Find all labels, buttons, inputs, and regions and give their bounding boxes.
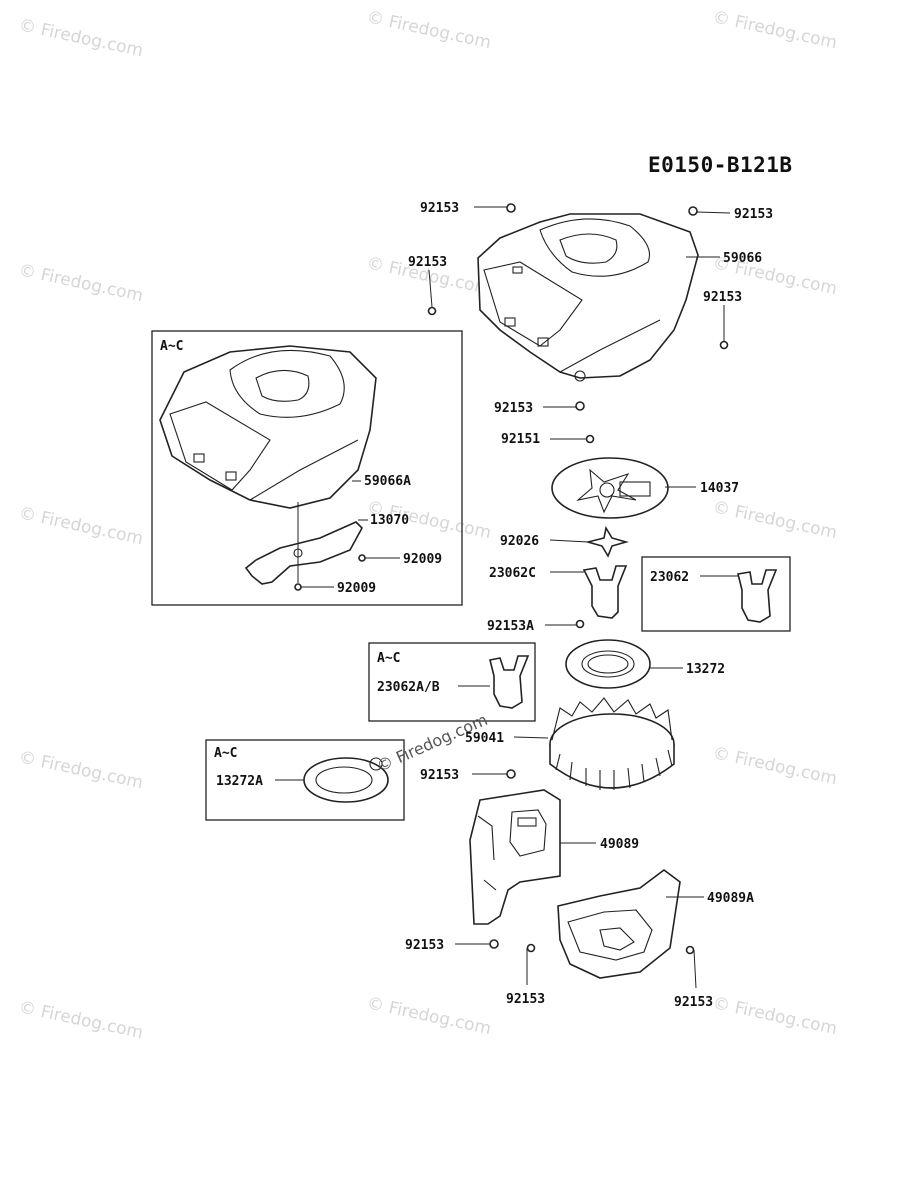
watermark: © Firedog.com: [17, 747, 145, 793]
group-label: A~C: [160, 339, 183, 354]
watermark: © Firedog.com: [711, 7, 839, 53]
part-number-label: 92153: [408, 255, 447, 270]
part-number-label: 92153: [674, 995, 713, 1010]
part-number-label: 13272A: [216, 774, 263, 789]
part-number-label: 92153: [494, 401, 533, 416]
cover-part: [469, 789, 561, 925]
part-number-label: 92153: [703, 290, 742, 305]
watermark: © Firedog.com: [711, 743, 839, 789]
part-number-label: 92026: [500, 534, 539, 549]
screen-part: [551, 457, 669, 519]
part-number-label: 13070: [370, 513, 409, 528]
part-number-label: 92009: [403, 552, 442, 567]
watermark: © Firedog.com: [365, 7, 493, 53]
watermark: © Firedog.com: [17, 503, 145, 549]
group-box-bracket-ab: [368, 642, 536, 722]
leader-lines: [275, 206, 738, 989]
part-labels: 92153 92153 92153 59066 92153 92153 9215…: [216, 201, 773, 1010]
fan-part: [549, 697, 675, 790]
part-number-label: 49089: [600, 837, 639, 852]
watermark: © Firedog.com: [365, 993, 493, 1039]
watermark: © Firedog.com: [711, 993, 839, 1039]
part-number-label: 92153: [420, 201, 459, 216]
shroud-part: [477, 213, 699, 382]
part-number-label: 92153: [405, 938, 444, 953]
part-number-label: 92009: [337, 581, 376, 596]
group-box-bracket: [641, 556, 791, 632]
part-number-label: 23062A/B: [377, 680, 440, 695]
part-number-label: 13272: [686, 662, 725, 677]
part-number-label: 92153A: [487, 619, 534, 634]
watermark: © Firedog.com: [17, 997, 145, 1043]
watermark-layer: © Firedog.com © Firedog.com © Firedog.co…: [17, 7, 839, 1043]
watermark: © Firedog.com: [17, 260, 145, 306]
group-label: A~C: [214, 746, 237, 761]
part-number-label: 14037: [700, 481, 739, 496]
group-box-plate-alt: [205, 739, 405, 821]
bracket-part: [737, 569, 778, 623]
part-number-label: 59066A: [364, 474, 411, 489]
diagram-id: E0150-B121B: [648, 153, 793, 177]
part-number-label: 92153: [734, 207, 773, 222]
group-box-shroud-alt: [151, 330, 463, 606]
part-number-label: 23062C: [489, 566, 536, 581]
part-number-label: 59066: [723, 251, 762, 266]
part-number-label: 23062: [650, 570, 689, 585]
cover-a-part: [557, 869, 681, 979]
watermark: © Firedog.com: [711, 497, 839, 543]
part-number-label: 92153: [506, 992, 545, 1007]
part-number-label: 92151: [501, 432, 540, 447]
watermark: © Firedog.com: [17, 15, 145, 61]
group-label: A~C: [377, 651, 400, 666]
part-number-label: 92153: [420, 768, 459, 783]
bracket-ab-part: [489, 655, 530, 709]
spacer-part: [584, 525, 629, 558]
part-number-label: 49089A: [707, 891, 754, 906]
part-number-label: 59041: [465, 731, 504, 746]
plate-13272a-part: [303, 757, 389, 803]
bracket-c-part: [582, 565, 628, 619]
plate-13272-part: [565, 639, 651, 689]
shroud-alt-part: [159, 345, 377, 509]
plate-13070-part: [244, 521, 363, 585]
